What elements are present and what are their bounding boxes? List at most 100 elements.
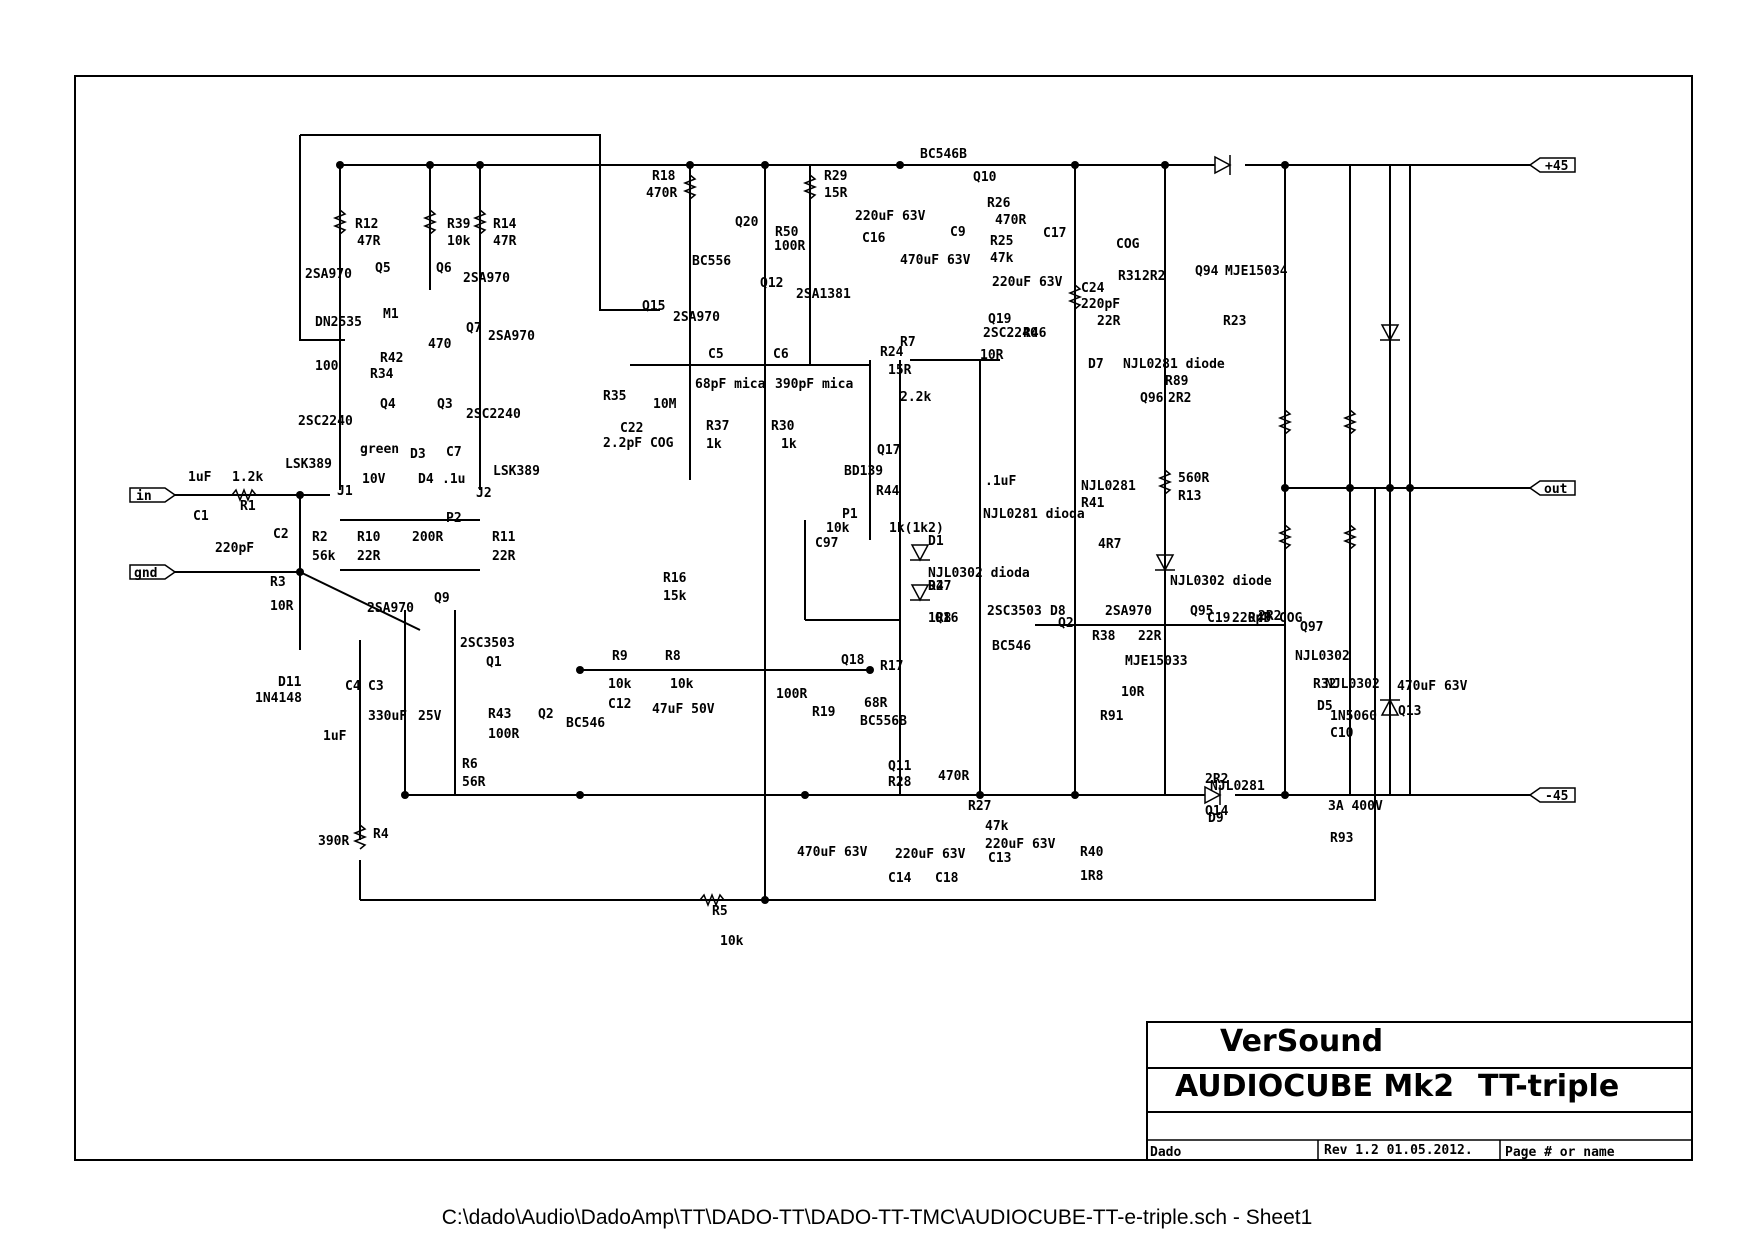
schematic-label: 1k bbox=[781, 437, 797, 452]
schematic-label: 47k bbox=[990, 251, 1014, 266]
schematic-label: 220uF 63V bbox=[992, 275, 1063, 290]
schematic-label: R29 bbox=[824, 169, 847, 184]
schematic-label: R9 bbox=[612, 649, 628, 664]
schematic-label: Q9 bbox=[434, 591, 450, 606]
schematic-label: D5 bbox=[1317, 699, 1333, 714]
schematic-label: R6 bbox=[462, 757, 478, 772]
schematic-label: NJL0281 dioda bbox=[983, 507, 1085, 522]
schematic-label: Q20 bbox=[735, 215, 759, 230]
schematic-label: R89 bbox=[1165, 374, 1188, 389]
schematic-label: BC546B bbox=[920, 147, 967, 162]
schematic-label: 10k bbox=[720, 934, 744, 949]
schematic-label: R14 bbox=[493, 217, 517, 232]
schematic-label: 470R bbox=[995, 213, 1026, 228]
schematic-label: NJL0281 bbox=[1081, 479, 1136, 494]
schematic-label: NJL0302 bbox=[1295, 649, 1350, 664]
schematic-label: 1N5060 bbox=[1330, 709, 1377, 724]
schematic-label: R13 bbox=[1178, 489, 1201, 504]
schematic-label: D11 bbox=[278, 675, 302, 690]
schematic-label: R50 bbox=[775, 225, 799, 240]
svg-text:out: out bbox=[1544, 482, 1567, 497]
schematic-label: 2.2k bbox=[900, 390, 931, 405]
schematic-label: D3 bbox=[410, 447, 426, 462]
schematic-label: 15k bbox=[663, 589, 687, 604]
schematic-label: Q97 bbox=[1300, 620, 1323, 635]
schematic-label: D2 bbox=[928, 579, 944, 594]
schematic-label: 15R bbox=[888, 363, 912, 378]
schematic-label: NJL0302 bbox=[1325, 677, 1380, 692]
svg-text:in: in bbox=[136, 489, 152, 504]
schematic-label: Q3 bbox=[437, 397, 453, 412]
schematic-label: 15R bbox=[824, 186, 848, 201]
schematic-label: MJE15033 bbox=[1125, 654, 1188, 669]
schematic-label: Q13 bbox=[1398, 704, 1421, 719]
schematic-label: Q96 bbox=[1140, 391, 1164, 406]
schematic-label: 390R bbox=[318, 834, 349, 849]
schematic-label: Q11 bbox=[888, 759, 912, 774]
schematic-label: Q14 bbox=[1205, 804, 1229, 819]
schematic-label: 560R bbox=[1178, 471, 1209, 486]
schematic-label: 68pF mica bbox=[695, 377, 766, 392]
schematic-label: C3 bbox=[368, 679, 384, 694]
schematic-label: R43 bbox=[488, 707, 511, 722]
schematic-label: D8 bbox=[1050, 604, 1066, 619]
schematic-label: R23 bbox=[1223, 314, 1246, 329]
schematic-label: 10k bbox=[447, 234, 471, 249]
schematic-label: 1uF bbox=[188, 470, 212, 485]
schematic-label: Q17 bbox=[877, 443, 900, 458]
schematic-label: 2SA970 bbox=[673, 310, 720, 325]
schematic-label: C97 bbox=[815, 536, 838, 551]
schematic-label: 390pF mica bbox=[775, 377, 853, 392]
schematic-label: Q4 bbox=[380, 397, 396, 412]
schematic-label: D1 bbox=[928, 534, 944, 549]
schematic-label: COG bbox=[1116, 237, 1140, 252]
schematic-label: 220pF bbox=[215, 541, 254, 556]
svg-text:-45: -45 bbox=[1545, 789, 1568, 804]
schematic-label: BC556B bbox=[860, 714, 907, 729]
schematic-label: R38 bbox=[1092, 629, 1116, 644]
schematic-label: J1 bbox=[337, 484, 353, 499]
schematic-label: P2 bbox=[446, 511, 462, 526]
schematic-label: R1 bbox=[240, 499, 256, 514]
schematic-label: BD139 bbox=[844, 464, 883, 479]
schematic-label: 10k bbox=[670, 677, 694, 692]
schematic-label: R27 bbox=[968, 799, 991, 814]
schematic-label: Q95 bbox=[1190, 604, 1213, 619]
schematic-label: R30 bbox=[771, 419, 795, 434]
schematic-label: 100R bbox=[488, 727, 519, 742]
junctions bbox=[296, 161, 1414, 904]
schematic-label: LSK389 bbox=[285, 457, 332, 472]
schematic-label: R42 bbox=[380, 351, 403, 366]
schematic-label: P1 bbox=[842, 507, 858, 522]
schematic-label: BC546 bbox=[566, 716, 605, 731]
schematic-label: 56R bbox=[462, 775, 486, 790]
schematic-label: R3 bbox=[270, 575, 286, 590]
schematic-label: C19 bbox=[1207, 611, 1230, 626]
schematic-label: NJL0281 diode bbox=[1123, 357, 1225, 372]
schematic-label: 22R bbox=[1097, 314, 1121, 329]
port-out: out bbox=[1528, 480, 1576, 497]
schematic-label: 10V bbox=[362, 472, 386, 487]
schematic-label: 68R bbox=[864, 696, 888, 711]
schematic-label: 3A 400V bbox=[1328, 799, 1383, 814]
schematic-label: C12 bbox=[608, 697, 631, 712]
schematic-label: R34 bbox=[370, 367, 394, 382]
schematic-label: Q2 bbox=[538, 707, 554, 722]
schematic-label: C4 bbox=[345, 679, 361, 694]
schematic-label: Q7 bbox=[466, 321, 482, 336]
diodes bbox=[910, 155, 1400, 805]
title-block: VerSound AUDIOCUBE Mk2 TT-triple Dado Re… bbox=[1146, 1021, 1693, 1161]
schematic-label: D7 bbox=[1088, 357, 1104, 372]
schematic-label: 220pF COG bbox=[1232, 611, 1303, 626]
schematic-label: 2SC3503 bbox=[987, 604, 1042, 619]
schematic-label: 2SC2240 bbox=[466, 407, 521, 422]
schematic-label: R5 bbox=[712, 904, 728, 919]
schematic-label: 10R bbox=[980, 348, 1004, 363]
schematic-label: 2SA970 bbox=[305, 267, 352, 282]
schematic-label: R46 bbox=[1023, 326, 1047, 341]
schematic-label: C17 bbox=[1043, 226, 1066, 241]
schematic-label: 2SA970 bbox=[463, 271, 510, 286]
schematic-label: R35 bbox=[603, 389, 626, 404]
schematic-label: R37 bbox=[706, 419, 729, 434]
schematic-label: Q12 bbox=[760, 276, 783, 291]
